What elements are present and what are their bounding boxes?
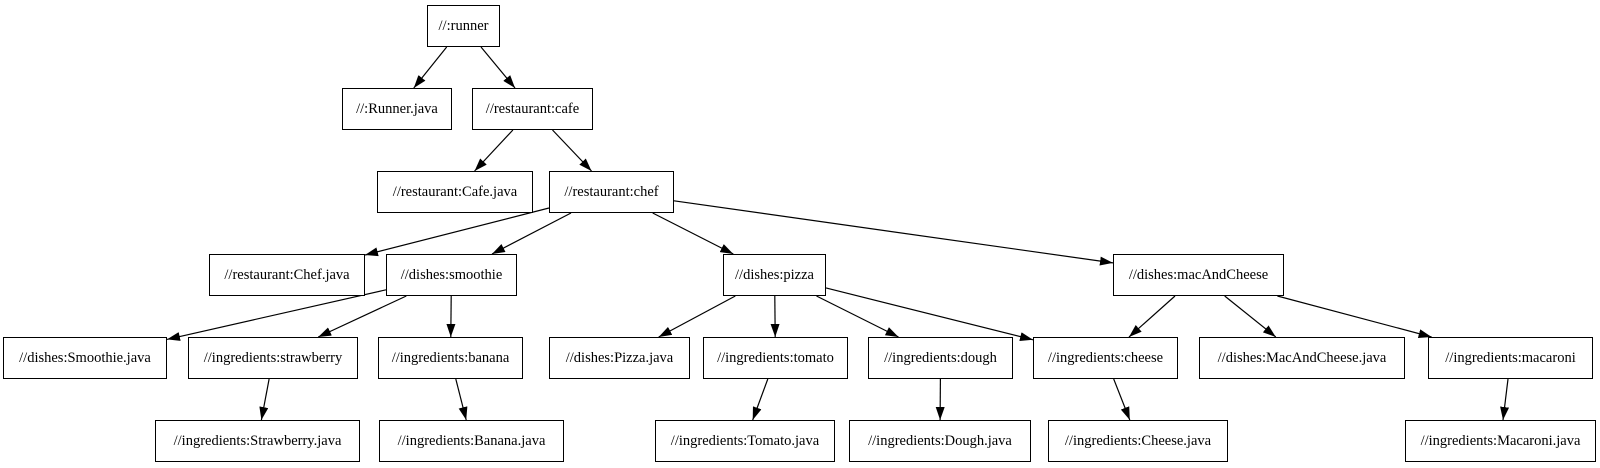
node-banana: //ingredients:banana	[378, 337, 523, 379]
edge-strawberry-to-strawberry_java	[259, 378, 270, 421]
edge-runner-to-runner_java	[413, 46, 448, 89]
edge-cheese-to-cheese_java	[1113, 378, 1131, 421]
edge-chef-to-mac_and_cheese	[673, 200, 1114, 266]
node-runner: //:runner	[427, 5, 500, 47]
edge-smoothie-to-smoothie_java	[166, 289, 387, 341]
node-cafe-java: //restaurant:Cafe.java	[377, 171, 533, 213]
edge-smoothie-to-strawberry	[317, 295, 407, 338]
node-dough: //ingredients:dough	[868, 337, 1013, 379]
node-smoothie-java: //dishes:Smoothie.java	[3, 337, 167, 379]
node-smoothie: //dishes:smoothie	[386, 254, 517, 296]
node-chef-java: //restaurant:Chef.java	[209, 254, 365, 296]
node-strawberry-java: //ingredients:Strawberry.java	[155, 420, 360, 462]
edge-macaroni-to-macaroni_java	[1500, 378, 1510, 421]
edge-banana-to-banana_java	[455, 378, 468, 421]
edge-cafe-to-chef	[552, 129, 592, 172]
node-macaroni: //ingredients:macaroni	[1428, 337, 1593, 379]
node-banana-java: //ingredients:Banana.java	[379, 420, 564, 462]
edge-mac_and_cheese-to-cheese	[1128, 295, 1176, 338]
node-pizza-java: //dishes:Pizza.java	[549, 337, 690, 379]
edge-mac_and_cheese-to-macaroni	[1277, 295, 1432, 339]
edge-chef-to-chef_java	[364, 207, 550, 257]
edge-cafe-to-cafe_java	[474, 129, 514, 172]
node-cheese: //ingredients:cheese	[1033, 337, 1178, 379]
node-cheese-java: //ingredients:Cheese.java	[1048, 420, 1228, 462]
edge-chef-to-smoothie	[491, 212, 572, 255]
edge-runner-to-cafe	[480, 46, 516, 89]
node-dough-java: //ingredients:Dough.java	[849, 420, 1031, 462]
node-tomato-java: //ingredients:Tomato.java	[655, 420, 835, 462]
edge-pizza-to-pizza_java	[658, 295, 736, 338]
node-pizza: //dishes:pizza	[723, 254, 826, 296]
node-macaroni-java: //ingredients:Macaroni.java	[1405, 420, 1596, 462]
node-strawberry: //ingredients:strawberry	[188, 337, 358, 379]
edge-chef-to-pizza	[652, 212, 734, 255]
node-runner-java: //:Runner.java	[342, 88, 452, 130]
edge-mac_and_cheese-to-mac_and_cheese_java	[1224, 295, 1277, 338]
node-mac-and-cheese-java: //dishes:MacAndCheese.java	[1199, 337, 1405, 379]
edge-pizza-to-cheese	[825, 287, 1034, 342]
node-tomato: //ingredients:tomato	[703, 337, 848, 379]
node-chef: //restaurant:chef	[549, 171, 674, 213]
edge-tomato-to-tomato_java	[752, 378, 769, 421]
node-cafe: //restaurant:cafe	[472, 88, 593, 130]
edge-pizza-to-dough	[816, 295, 899, 338]
node-mac-and-cheese: //dishes:macAndCheese	[1113, 254, 1284, 296]
